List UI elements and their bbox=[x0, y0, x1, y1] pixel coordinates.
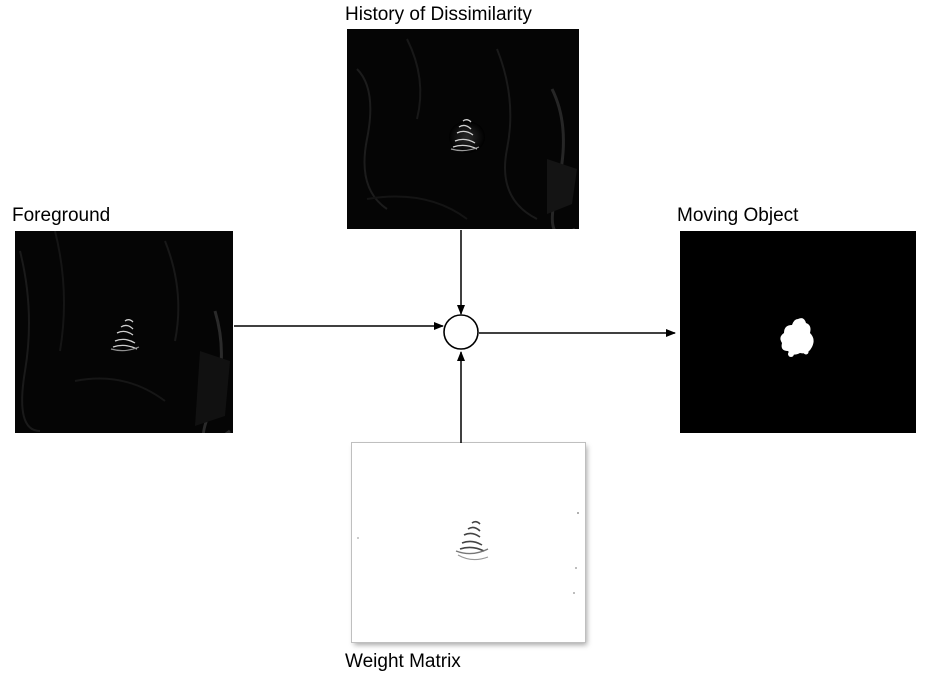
history-of-dissimilarity-label: History of Dissimilarity bbox=[345, 4, 532, 25]
history-of-dissimilarity-image bbox=[347, 29, 579, 229]
foreground-label: Foreground bbox=[12, 205, 111, 226]
moving-object-label: Moving Object bbox=[677, 205, 799, 226]
weight-matrix-label: Weight Matrix bbox=[345, 651, 461, 672]
combination-node bbox=[443, 314, 479, 350]
moving-object-image bbox=[680, 231, 916, 433]
weight-matrix-image bbox=[352, 443, 585, 642]
foreground-image bbox=[15, 231, 233, 433]
